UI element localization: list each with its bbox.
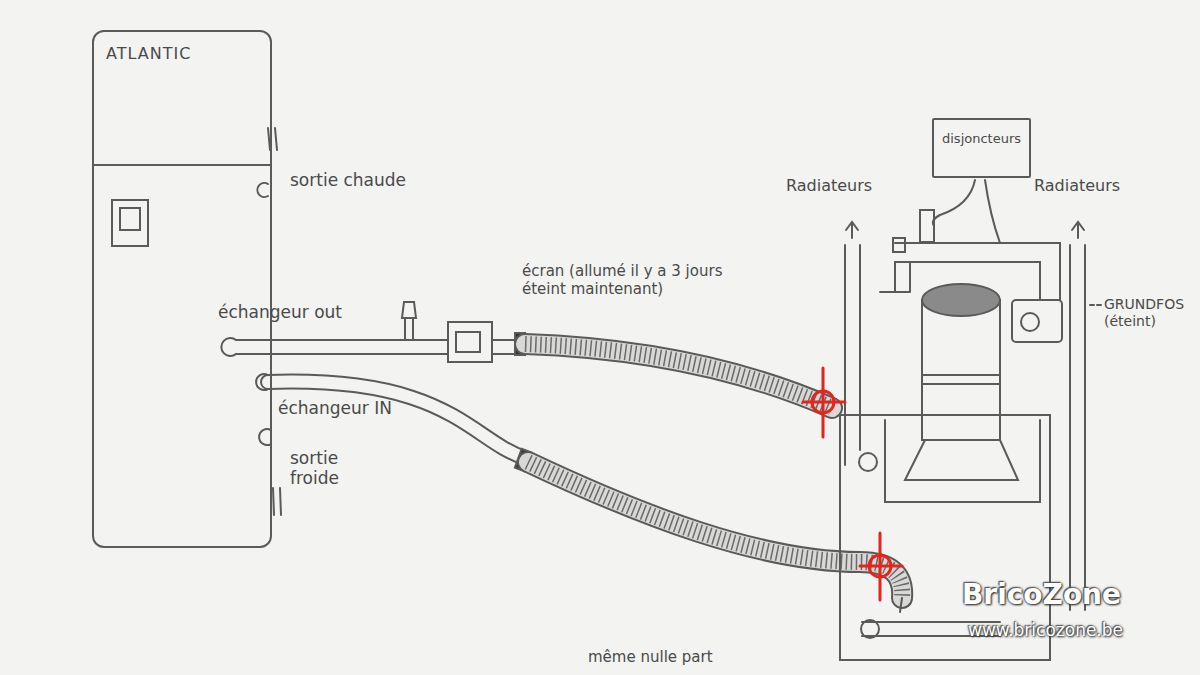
note: même nulle part [588,648,713,666]
exchanger-out-port [221,338,236,356]
watermark: BricoZone [962,578,1121,612]
hot-outlet [257,183,268,197]
cut-marker [803,368,902,600]
pump [1012,300,1101,342]
radiator-label: Radiateurs [1034,176,1120,195]
flexible-hose-in [528,462,902,598]
display-note: écran (allumé il y a 3 jours éteint main… [522,262,737,298]
port-label: sortie froide [290,448,352,489]
cold-outlet [259,429,271,445]
radiator-pipes [845,210,1085,610]
watermark-url: www.bricozone.be [968,620,1123,640]
tank-panel [112,200,148,246]
port-label: échangeur IN [278,398,392,418]
tank-divider [93,164,271,166]
port-label: sortie chaude [290,170,406,190]
port-label: échangeur out [218,302,342,322]
tank-display [120,208,140,230]
flexible-hose-out [525,344,832,408]
node-text: ATLANTIC [106,44,191,63]
breaker-box: disjoncteurs [932,118,1031,178]
water-heater-tank: ATLANTIC [92,30,272,548]
pump-label: GRUNDFOS (éteint) [1104,296,1196,330]
wires [933,180,1000,243]
node-text: disjoncteurs [942,131,1021,146]
radiator-label: Radiateurs [786,176,872,195]
